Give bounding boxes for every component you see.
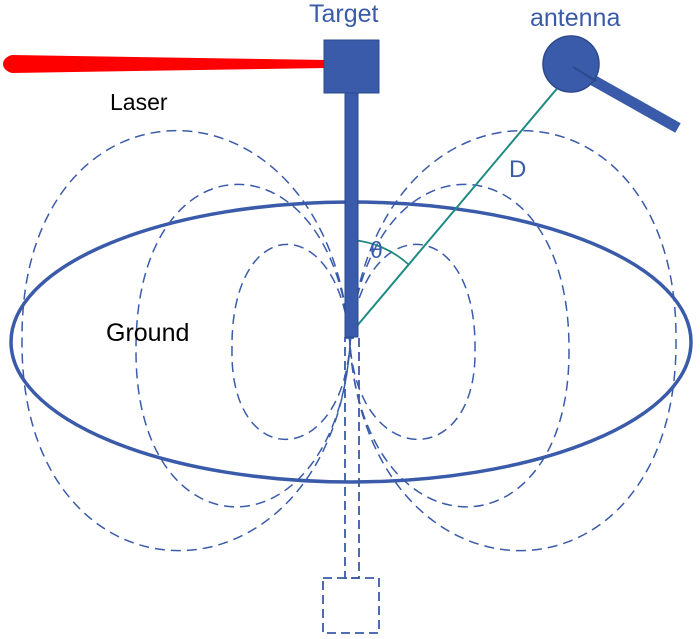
target-rod: [344, 92, 359, 338]
antenna-label: antenna: [530, 4, 621, 32]
field-line-left-outer: [21, 129, 351, 552]
field-line-left-inner: [231, 243, 351, 440]
mirror-target-box: [322, 577, 380, 634]
target-label: Target: [309, 0, 379, 28]
distance-line: [350, 65, 577, 334]
angle-label: θ: [370, 237, 383, 263]
distance-label: D: [509, 156, 527, 183]
mirror-target: [322, 337, 380, 634]
laser-beam-icon: [3, 55, 327, 73]
field-line-right-inner: [349, 243, 476, 441]
antenna-arm: [579, 69, 681, 133]
ground-label: Ground: [106, 319, 190, 347]
target-square-icon: [323, 39, 380, 94]
antenna-dish: [542, 35, 600, 93]
laser-label: Laser: [110, 89, 168, 115]
field-line-right-middle: [349, 183, 570, 508]
field-line-left-middle: [135, 183, 351, 508]
field-line-right-outer: [349, 129, 677, 552]
antenna-icon: [542, 35, 681, 133]
field-lines: [21, 129, 677, 552]
antenna-feed: [572, 66, 597, 82]
